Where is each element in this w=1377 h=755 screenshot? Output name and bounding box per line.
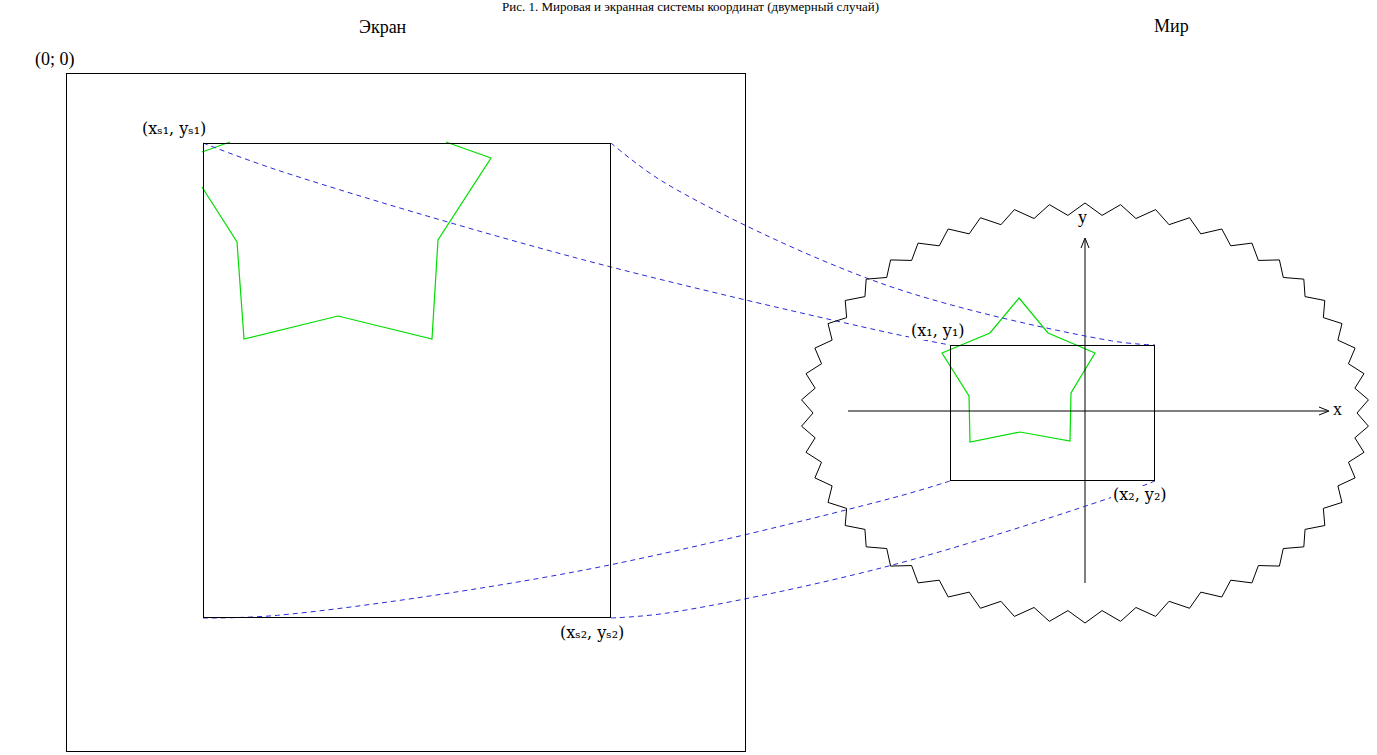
figure-title: Рис. 1. Мировая и экранная системы коорд… — [0, 0, 1377, 14]
world-star — [942, 298, 1095, 442]
axis-label: x — [1331, 400, 1344, 420]
world-region: (x₁, y₁)(x₂, y₂)Мир — [800, 203, 1370, 623]
mapping-line — [611, 481, 1155, 618]
origin-label: (0; 0) — [33, 50, 77, 70]
mapping-line — [203, 143, 950, 345]
panel-heading: Экран — [357, 18, 408, 38]
corner-label: (x₁, y₁) — [909, 322, 967, 340]
mapping-line — [203, 481, 950, 618]
y-arrowhead — [1081, 238, 1089, 248]
corner-label: (xₛ₂, yₛ₂) — [558, 624, 626, 642]
panel-heading: Мир — [1152, 17, 1191, 37]
x-axis — [848, 411, 1327, 412]
mapping-line — [611, 143, 1155, 345]
corner-label: (xₛ₁, yₛ₁) — [140, 120, 208, 138]
screen-frame: (xₛ₁, yₛ₁)(xₛ₂, yₛ₂)Экран — [66, 73, 746, 752]
world-outline — [802, 203, 1369, 623]
corner-label: (x₂, y₂) — [1111, 486, 1169, 504]
viewport-box: (xₛ₁, yₛ₁)(xₛ₂, yₛ₂) — [203, 143, 611, 618]
screen-star — [202, 142, 491, 339]
world-outline — [800, 203, 1370, 623]
axis-label: y — [1076, 208, 1089, 228]
x-arrowhead — [1319, 407, 1329, 415]
y-axis — [1085, 240, 1086, 583]
window-box: (x₁, y₁)(x₂, y₂) — [950, 345, 1155, 481]
